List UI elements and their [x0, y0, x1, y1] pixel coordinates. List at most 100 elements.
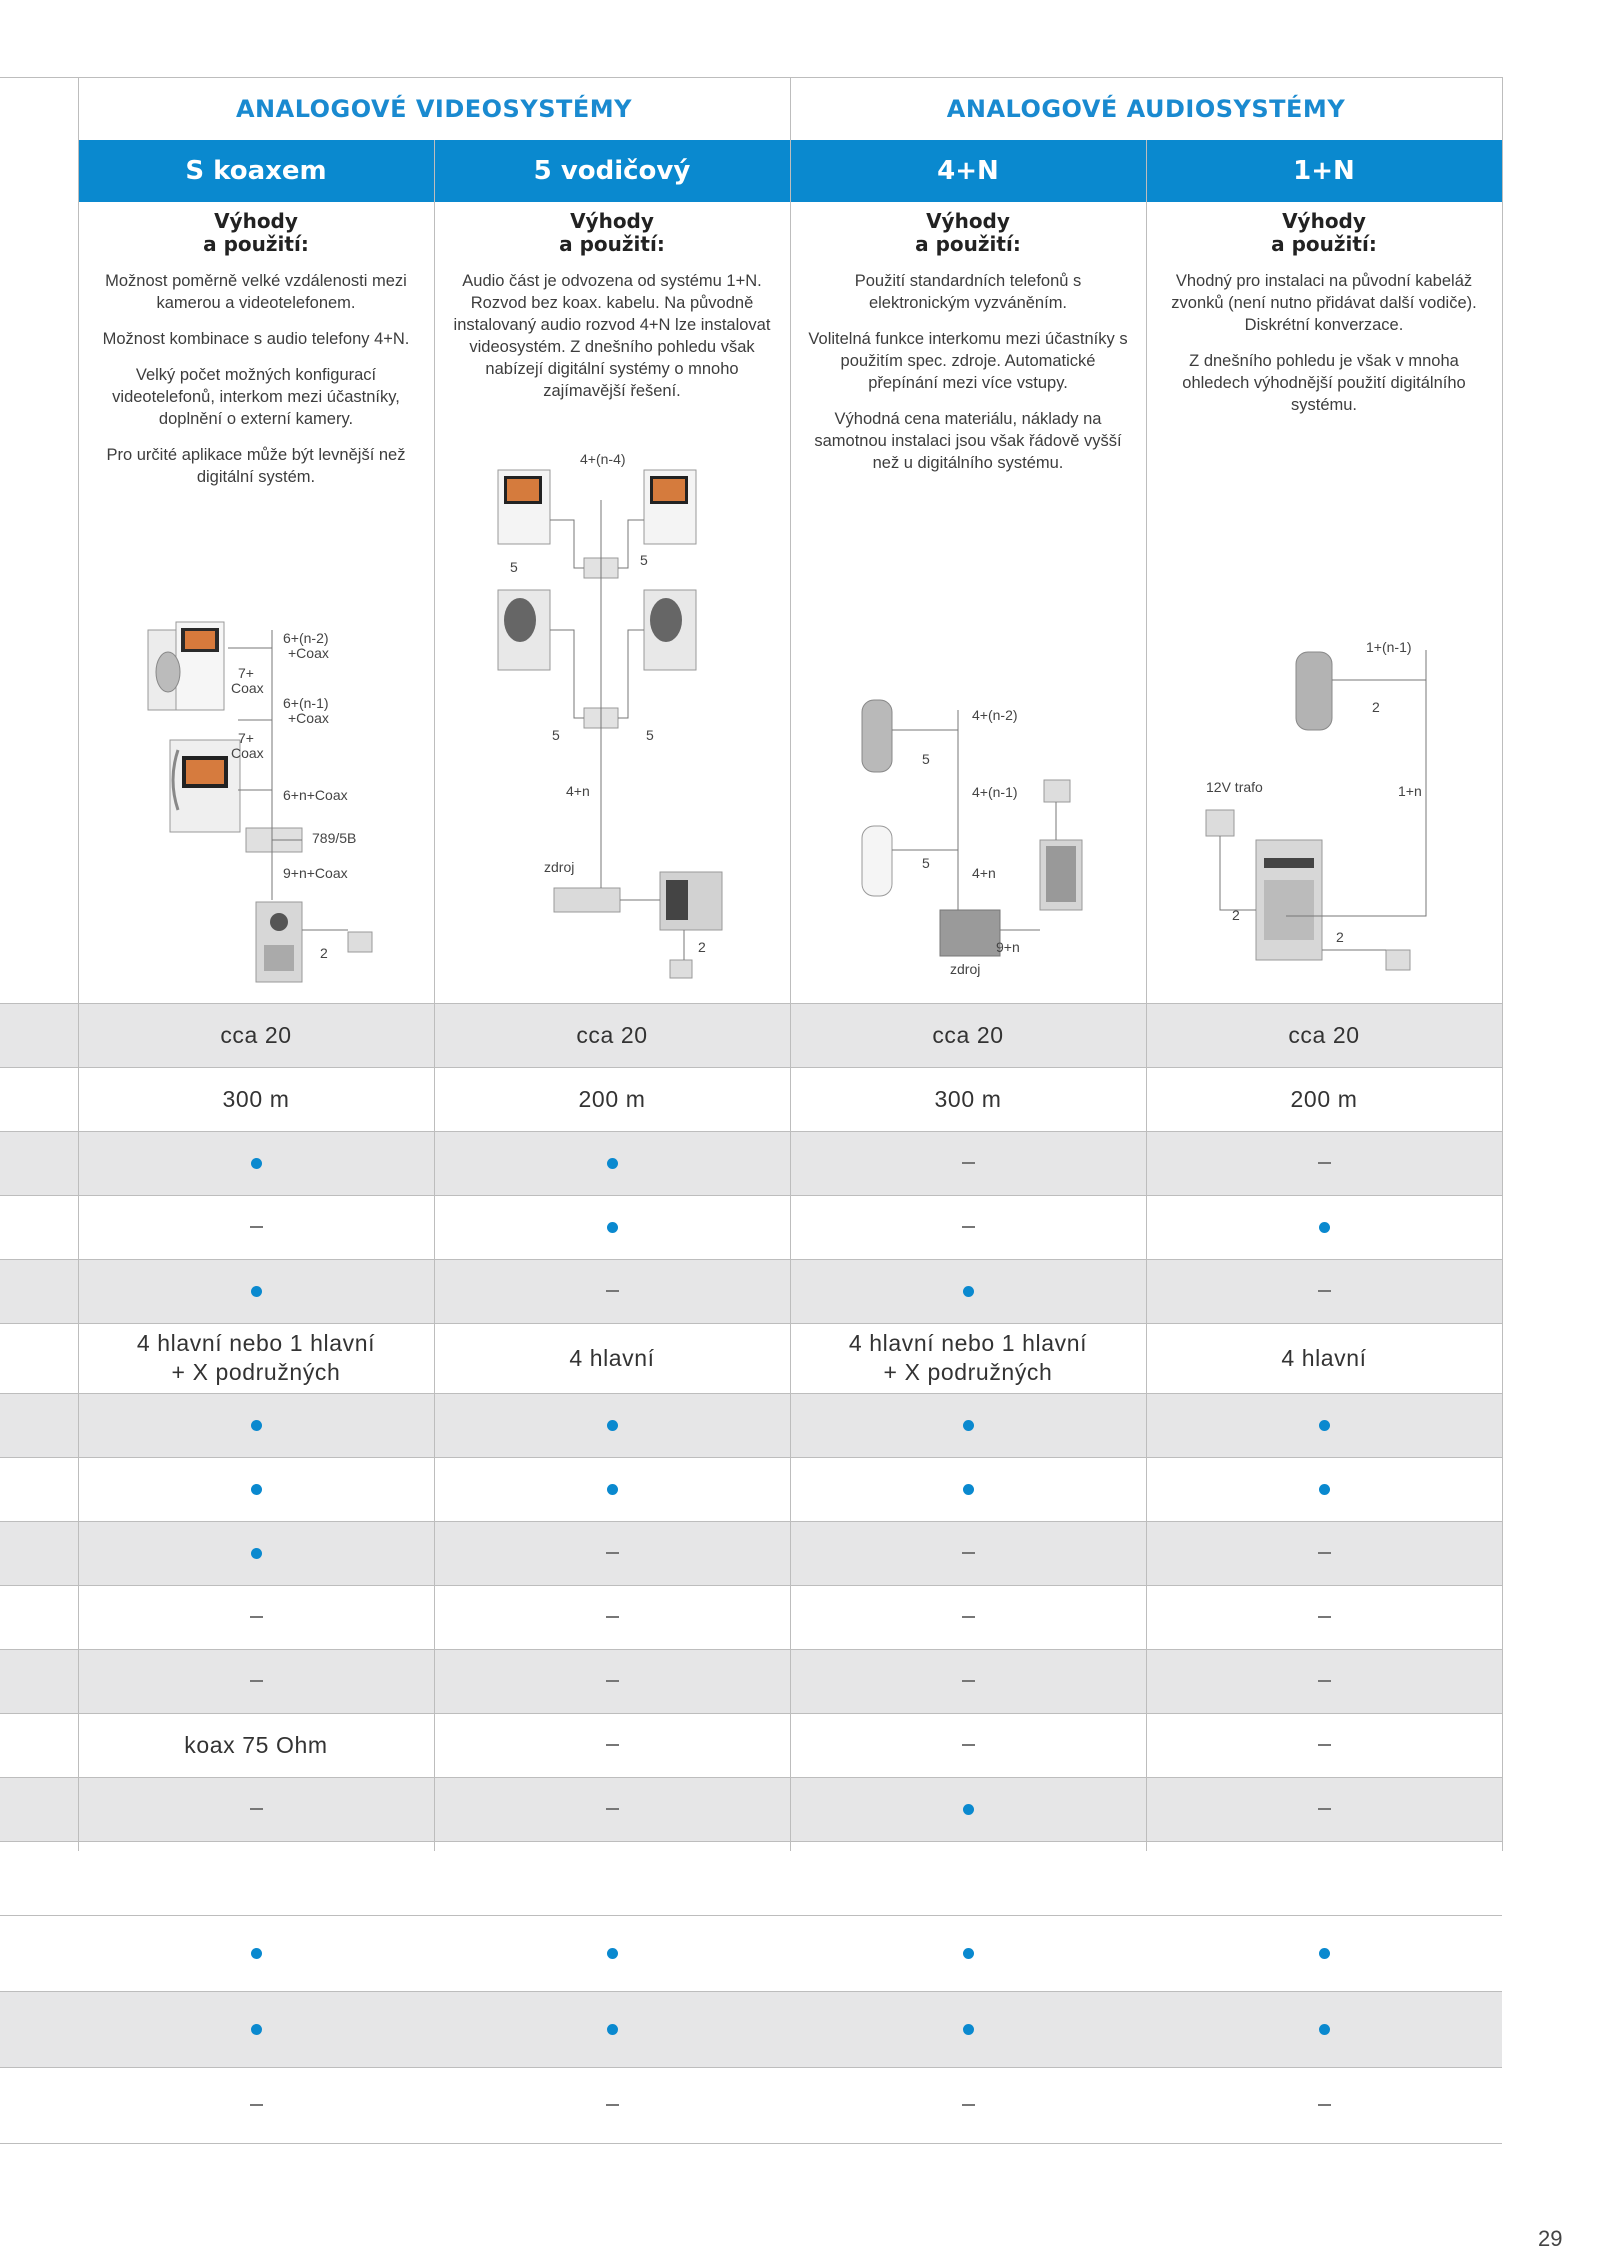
- no-dash-icon: [434, 1713, 790, 1777]
- table-cell: 200 m: [1146, 1067, 1502, 1131]
- diagram-label: 2: [320, 945, 328, 961]
- yes-dot-icon: [1146, 1195, 1502, 1259]
- dot-icon: [1318, 1221, 1330, 1233]
- table-cell: 4 hlavní: [434, 1323, 790, 1393]
- dash-icon: [249, 1226, 263, 1228]
- description-paragraph: Možnost kombinace s audio telefony 4+N.: [102, 330, 410, 348]
- row-divider: [0, 2143, 1502, 2144]
- table-row: [0, 1521, 1502, 1585]
- grid-line: [790, 77, 791, 1851]
- yes-dot-icon: [434, 1131, 790, 1195]
- row-divider: [0, 1713, 1502, 1714]
- table-cell: cca 20: [78, 1003, 434, 1067]
- no-dash-icon: [434, 1777, 790, 1841]
- diagram-label: 2: [1372, 699, 1380, 715]
- diagram-label: 1+n: [1398, 783, 1422, 799]
- column-header-4n: 4+N: [937, 156, 999, 186]
- yes-dot-icon: [78, 1521, 434, 1585]
- dash-icon: [249, 1616, 263, 1618]
- row-divider: [0, 1067, 1502, 1068]
- no-dash-icon: [1146, 1521, 1502, 1585]
- description-paragraph: Volitelná funkce interkomu mezi účastník…: [808, 330, 1128, 392]
- dash-icon: [961, 1162, 975, 1164]
- dash-icon: [605, 1290, 619, 1292]
- no-dash-icon: [790, 1195, 1146, 1259]
- yes-dot-icon: [1146, 1393, 1502, 1457]
- dot-icon: [962, 1947, 974, 1959]
- table-cell: 300 m: [790, 1067, 1146, 1131]
- yes-dot-icon: [78, 1457, 434, 1521]
- column-header-1n: 1+N: [1293, 156, 1355, 186]
- dash-icon: [1317, 1552, 1331, 1554]
- grid-line: [434, 140, 435, 1851]
- row-divider: [0, 1323, 1502, 1324]
- dot-icon: [962, 1285, 974, 1297]
- description-paragraph: Výhodná cena materiálu, náklady na samot…: [814, 410, 1122, 472]
- table-cell: koax 75 Ohm: [78, 1713, 434, 1777]
- diagram-label: 789/5B: [312, 830, 356, 846]
- dot-icon: [1318, 1947, 1330, 1959]
- description-paragraph: Velký počet možných konfigurací videotel…: [112, 366, 400, 428]
- no-dash-icon: [1146, 1649, 1502, 1713]
- cell-text: cca 20: [932, 1021, 1004, 1048]
- diagram-label: 6+(n-2): [283, 630, 329, 646]
- no-dash-icon: [78, 1649, 434, 1713]
- yes-dot-icon: [1146, 1457, 1502, 1521]
- description-title: Výhody a použití:: [915, 209, 1021, 256]
- group-heading-audio: ANALOGOVÉ AUDIOSYSTÉMY: [946, 95, 1346, 123]
- diagram-label: 4+n: [566, 783, 590, 799]
- group-heading-video: ANALOGOVÉ VIDEOSYSTÉMY: [235, 95, 633, 123]
- cell-text: cca 20: [576, 1021, 648, 1048]
- diagram-label: 1+(n-1): [1366, 639, 1412, 655]
- dash-icon: [961, 1552, 975, 1554]
- dash-icon: [961, 1680, 975, 1682]
- row-divider: [0, 1457, 1502, 1458]
- dash-icon: [605, 1808, 619, 1810]
- dot-icon: [606, 1157, 618, 1169]
- dash-icon: [605, 1616, 619, 1618]
- diagram-label: 5: [510, 559, 518, 575]
- dot-icon: [250, 1285, 262, 1297]
- dash-icon: [1317, 1616, 1331, 1618]
- dot-icon: [962, 1803, 974, 1815]
- yes-dot-icon: [434, 1195, 790, 1259]
- no-dash-icon: [78, 1195, 434, 1259]
- no-dash-icon: [790, 2067, 1146, 2143]
- diagram-label: 2: [698, 939, 706, 955]
- dash-icon: [249, 1680, 263, 1682]
- diagram-5-vodic: 4+(n-4) 5 5 5 5 4+n zdroj 2: [434, 440, 790, 1000]
- page-number: 29: [1538, 2226, 1563, 2251]
- row-divider: [0, 1003, 1502, 1004]
- no-dash-icon: [1146, 1777, 1502, 1841]
- description-paragraph: Možnost poměrně velké vzdálenosti mezi k…: [105, 272, 407, 312]
- dot-icon: [250, 1157, 262, 1169]
- description-title: Výhody a použití:: [559, 209, 665, 256]
- column-description: Výhody a použití:Použití standardních te…: [790, 210, 1146, 488]
- dot-icon: [250, 1947, 262, 1959]
- dot-icon: [962, 1483, 974, 1495]
- yes-dot-icon: [790, 1777, 1146, 1841]
- cell-text: 300 m: [222, 1085, 290, 1112]
- dash-icon: [1317, 1808, 1331, 1810]
- row-divider: [0, 1259, 1502, 1260]
- cell-text: cca 20: [1288, 1021, 1360, 1048]
- description-paragraph: Vhodný pro instalaci na původní kabeláž …: [1171, 272, 1477, 334]
- diagram-label: zdroj: [950, 961, 980, 977]
- grid-line: [1146, 140, 1147, 1851]
- diagram-label: 6+(n-1): [283, 695, 329, 711]
- table-row: [0, 1393, 1502, 1457]
- dash-icon: [249, 2104, 263, 2106]
- cell-text: 300 m: [934, 1085, 1002, 1112]
- no-dash-icon: [1146, 1131, 1502, 1195]
- table-cell: cca 20: [434, 1003, 790, 1067]
- yes-dot-icon: [78, 1131, 434, 1195]
- table-row: [0, 1259, 1502, 1323]
- dash-icon: [605, 1744, 619, 1746]
- diagram-label: 2: [1232, 907, 1240, 923]
- cell-text: 200 m: [1290, 1085, 1358, 1112]
- row-divider: [0, 1195, 1502, 1196]
- description-paragraph: Pro určité aplikace může být levnější ne…: [106, 446, 406, 486]
- cell-text: 4 hlavní nebo 1 hlavní + X podružných: [848, 1330, 1088, 1385]
- no-dash-icon: [78, 1585, 434, 1649]
